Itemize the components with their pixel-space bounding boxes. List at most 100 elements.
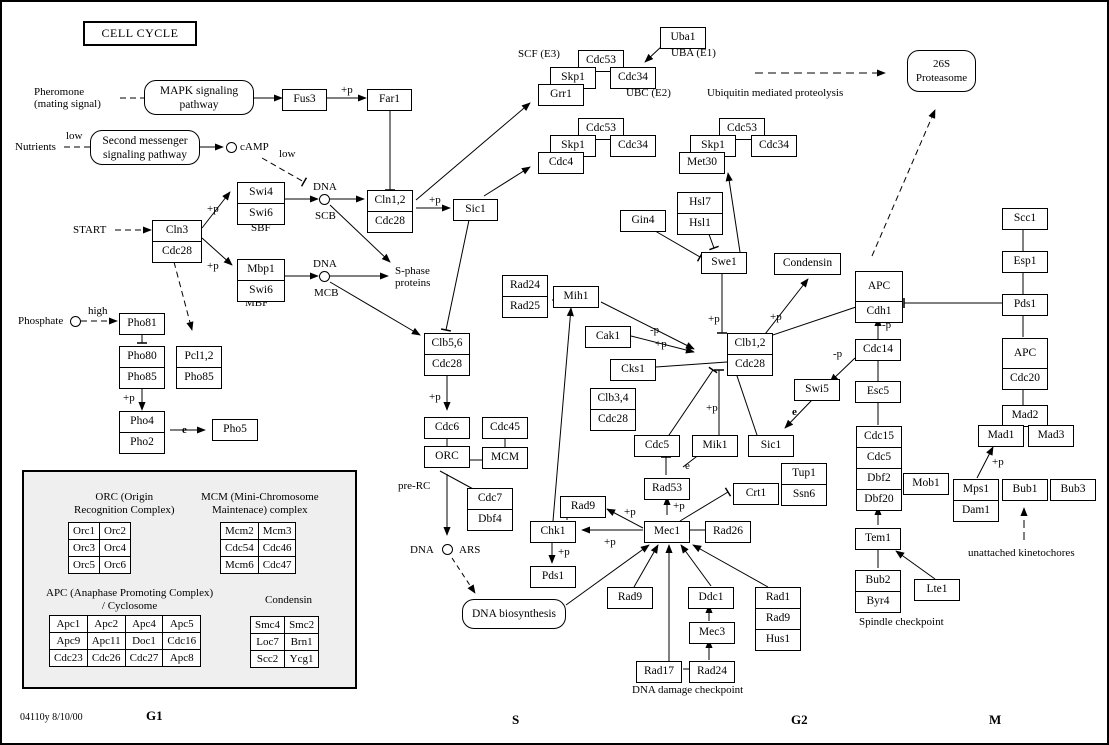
gene-node-mcm[interactable]: MCM [482, 447, 528, 469]
gene-label: Cdc15 [863, 430, 895, 442]
gene-node-mik1[interactable]: Mik1 [692, 435, 738, 457]
gene-node-cdc4[interactable]: Cdc4 [538, 152, 584, 174]
gene-node-ddc1[interactable]: Ddc1 [688, 587, 734, 609]
gene-node-crt1[interactable]: Crt1 [733, 483, 779, 505]
legend-cell: Mcm2 [220, 522, 259, 540]
uba-label: UBA (E1) [671, 47, 716, 59]
gene-node-chk1[interactable]: Chk1 [530, 521, 576, 543]
gene-node-mad3[interactable]: Mad3 [1028, 425, 1074, 447]
gene-label: Hus1 [756, 629, 800, 650]
legend-cell: Orc5 [68, 556, 100, 574]
gene-node-pho81[interactable]: Pho81 [119, 313, 165, 335]
gene-label: Tup1 [792, 467, 816, 479]
gene-node-pho5[interactable]: Pho5 [212, 419, 258, 441]
gene-node-sic1a[interactable]: Sic1 [453, 199, 498, 221]
gene-node-cdc34c[interactable]: Cdc34 [751, 135, 797, 157]
gene-node-rad17[interactable]: Rad17 [636, 661, 682, 683]
gene-node-pds1a[interactable]: Pds1 [530, 566, 576, 588]
gene-node-rad26[interactable]: Rad26 [705, 521, 751, 543]
gene-node-pds1b[interactable]: Pds1 [1002, 294, 1048, 316]
gene-node-sic1b[interactable]: Sic1 [748, 435, 794, 457]
edge-label: +p [706, 402, 718, 414]
gene-label: Grr1 [550, 88, 572, 100]
legend-cell: Cdc26 [86, 649, 126, 667]
gene-node-condensin[interactable]: Condensin [774, 253, 841, 275]
gene-node-cdc34b[interactable]: Cdc34 [610, 135, 656, 157]
gene-node-cak1[interactable]: Cak1 [585, 326, 631, 348]
gene-node-gin4[interactable]: Gin4 [620, 210, 666, 232]
gene-node-mad2[interactable]: Mad2 [1002, 405, 1048, 427]
gene-node-scc1[interactable]: Scc1 [1002, 208, 1048, 230]
gene-node-cdc14[interactable]: Cdc14 [855, 339, 901, 361]
gene-node-uba1[interactable]: Uba1 [660, 27, 706, 49]
gene-node-cdc45[interactable]: Cdc45 [482, 417, 528, 439]
legend-cell: Orc3 [68, 539, 100, 557]
gene-node-rad24b[interactable]: Rad24 [689, 661, 735, 683]
gene-node-bub1[interactable]: Bub1 [1002, 479, 1048, 501]
gene-node-rad53[interactable]: Rad53 [644, 478, 690, 500]
gene-node-tem1[interactable]: Tem1 [855, 528, 901, 550]
dna-label: DNA [410, 544, 434, 556]
legend-cell: Apc5 [162, 615, 202, 633]
legend-cell: Smc4 [249, 616, 286, 634]
gene-node-esc5[interactable]: Esc5 [855, 381, 901, 403]
gene-node-rad9a[interactable]: Rad9 [560, 496, 606, 518]
gene-node-cdc53b[interactable]: Cdc53 [578, 118, 624, 140]
gene-node-rad9b[interactable]: Rad9 [607, 587, 653, 609]
gene-node-swi5[interactable]: Swi5 [794, 379, 840, 401]
gene-node-cdc5a[interactable]: Cdc5 [634, 435, 680, 457]
gene-node-mih1[interactable]: Mih1 [553, 286, 599, 308]
gene-node-fus3[interactable]: Fus3 [282, 89, 327, 111]
gene-node-met30[interactable]: Met30 [679, 152, 725, 174]
gene-node-mec3[interactable]: Mec3 [689, 622, 735, 644]
gene-node-esp1[interactable]: Esp1 [1002, 251, 1048, 273]
gene-node-cdc53a[interactable]: Cdc53 [578, 50, 624, 72]
edge-label: +p [429, 194, 441, 206]
gene-node-mad1[interactable]: Mad1 [978, 425, 1024, 447]
gene-node-orc[interactable]: ORC [424, 446, 470, 468]
pathway-label: MAPK signaling [159, 84, 239, 97]
legend-cell: Apc2 [86, 615, 126, 633]
gene-label: Cks1 [621, 363, 645, 375]
gene-label: Hsl7 [689, 196, 711, 208]
gene-node-cdc34a[interactable]: Cdc34 [610, 67, 656, 89]
gene-node-bub3[interactable]: Bub3 [1050, 479, 1096, 501]
gene-node-grr1[interactable]: Grr1 [538, 84, 584, 106]
gene-label: Ddc1 [698, 591, 724, 603]
gene-node-lte1[interactable]: Lte1 [914, 579, 960, 601]
dna-biosynthesis-pathway[interactable]: DNA biosynthesis [462, 599, 566, 629]
gene-node-cks1[interactable]: Cks1 [610, 359, 656, 381]
gene-node-mec1[interactable]: Mec1 [644, 521, 690, 543]
gene-label: Hsl1 [678, 213, 722, 234]
gene-node-cdc6[interactable]: Cdc6 [424, 417, 470, 439]
gene-node-cdc53c[interactable]: Cdc53 [719, 118, 765, 140]
gene-node-swe1[interactable]: Swe1 [701, 252, 747, 274]
gene-node-far1[interactable]: Far1 [367, 89, 412, 111]
gene-label: Pcl1,2 [184, 350, 214, 362]
gene-node-mob1[interactable]: Mob1 [903, 473, 949, 495]
